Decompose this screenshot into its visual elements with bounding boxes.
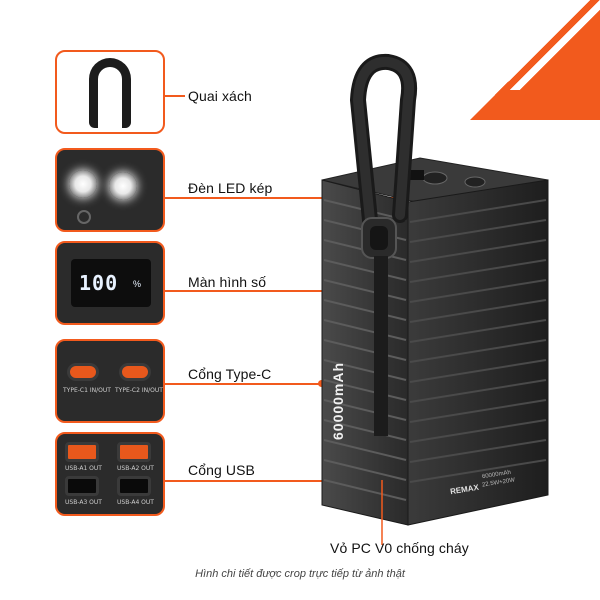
connector-usb — [165, 480, 325, 482]
typec-port-icon — [119, 363, 151, 381]
connector-led — [165, 197, 435, 199]
capacity-text: 60000mAh — [330, 361, 346, 440]
typec2-label: TYPE-C2 IN/OUT — [115, 387, 163, 394]
feature-label-led: Đèn LED kép — [188, 180, 273, 196]
connector-strap — [165, 95, 185, 97]
feature-label-strap: Quai xách — [188, 88, 252, 104]
typec1-label: TYPE-C1 IN/OUT — [63, 387, 111, 394]
strap-thumbnail — [55, 50, 165, 134]
typec-thumbnail: TYPE-C1 IN/OUT TYPE-C2 IN/OUT — [55, 339, 165, 423]
corner-stripe — [490, 0, 600, 90]
power-button-icon — [77, 210, 91, 224]
caption: Hình chi tiết được crop trực tiếp từ ảnh… — [195, 568, 405, 580]
usb-a3-label: USB-A3 OUT — [65, 499, 102, 506]
digital-display: 100 % — [71, 259, 151, 307]
usb-a1-label: USB-A1 OUT — [65, 465, 102, 472]
display-thumbnail: 100 % — [55, 241, 165, 325]
typec-port-icon — [67, 363, 99, 381]
usb-thumbnail: USB-A1 OUT USB-A2 OUT USB-A3 OUT USB-A4 … — [55, 432, 165, 516]
feature-label-display: Màn hình số — [188, 274, 267, 290]
led-thumbnail — [55, 148, 165, 232]
power-bank-illustration — [321, 53, 549, 545]
display-reading: 100 — [79, 271, 119, 295]
connector-typec — [165, 383, 320, 385]
led-light-icon — [109, 172, 137, 200]
display-unit: % — [133, 279, 142, 289]
shell-label: Vỏ PC V0 chống cháy — [330, 540, 469, 556]
feature-label-usb: Cổng USB — [188, 462, 255, 478]
power-bank-product: 60000mAh REMAX 60000mAh 22.5W+20W — [300, 40, 560, 560]
usb-port-icon — [117, 476, 151, 496]
usb-port-icon — [65, 442, 99, 462]
usb-port-icon — [65, 476, 99, 496]
usb-port-icon — [117, 442, 151, 462]
connector-display — [165, 290, 400, 292]
strap-icon — [89, 58, 131, 128]
led-light-icon — [69, 170, 97, 198]
usb-a4-label: USB-A4 OUT — [117, 499, 154, 506]
usb-a2-label: USB-A2 OUT — [117, 465, 154, 472]
feature-label-typec: Cổng Type-C — [188, 366, 272, 382]
